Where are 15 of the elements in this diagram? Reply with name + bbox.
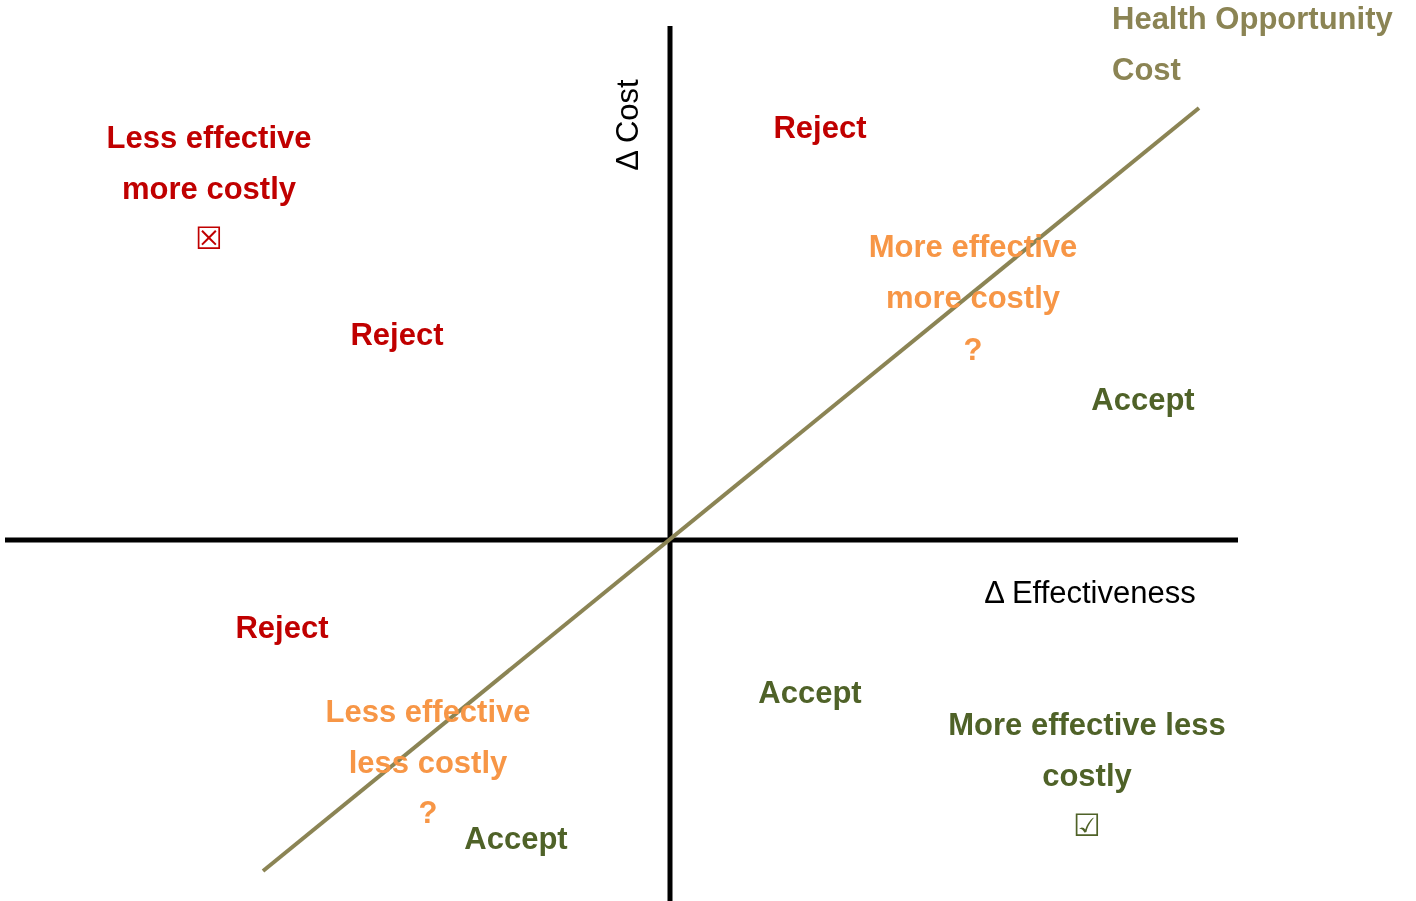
decision-label: Reject: [235, 608, 329, 647]
quadrant-label: Less effective more costly: [105, 119, 313, 208]
question-mark: ?: [963, 330, 983, 369]
question-mark: ?: [418, 793, 438, 832]
axis-label: Δ Effectiveness: [984, 573, 1196, 612]
threshold-label: Health Opportunity Cost: [1112, 0, 1394, 89]
check-checkbox-icon: ☑: [1073, 799, 1101, 851]
decision-label: Accept: [758, 673, 862, 712]
cross-checkbox-icon: ☒: [195, 212, 223, 264]
axis-label: Δ Cost: [608, 79, 646, 171]
quadrant-label: More effective less costly: [947, 706, 1227, 795]
decision-label: Accept: [464, 819, 568, 858]
decision-label: Accept: [1091, 380, 1195, 419]
decision-label: Reject: [773, 108, 867, 147]
decision-label: Reject: [350, 315, 444, 354]
